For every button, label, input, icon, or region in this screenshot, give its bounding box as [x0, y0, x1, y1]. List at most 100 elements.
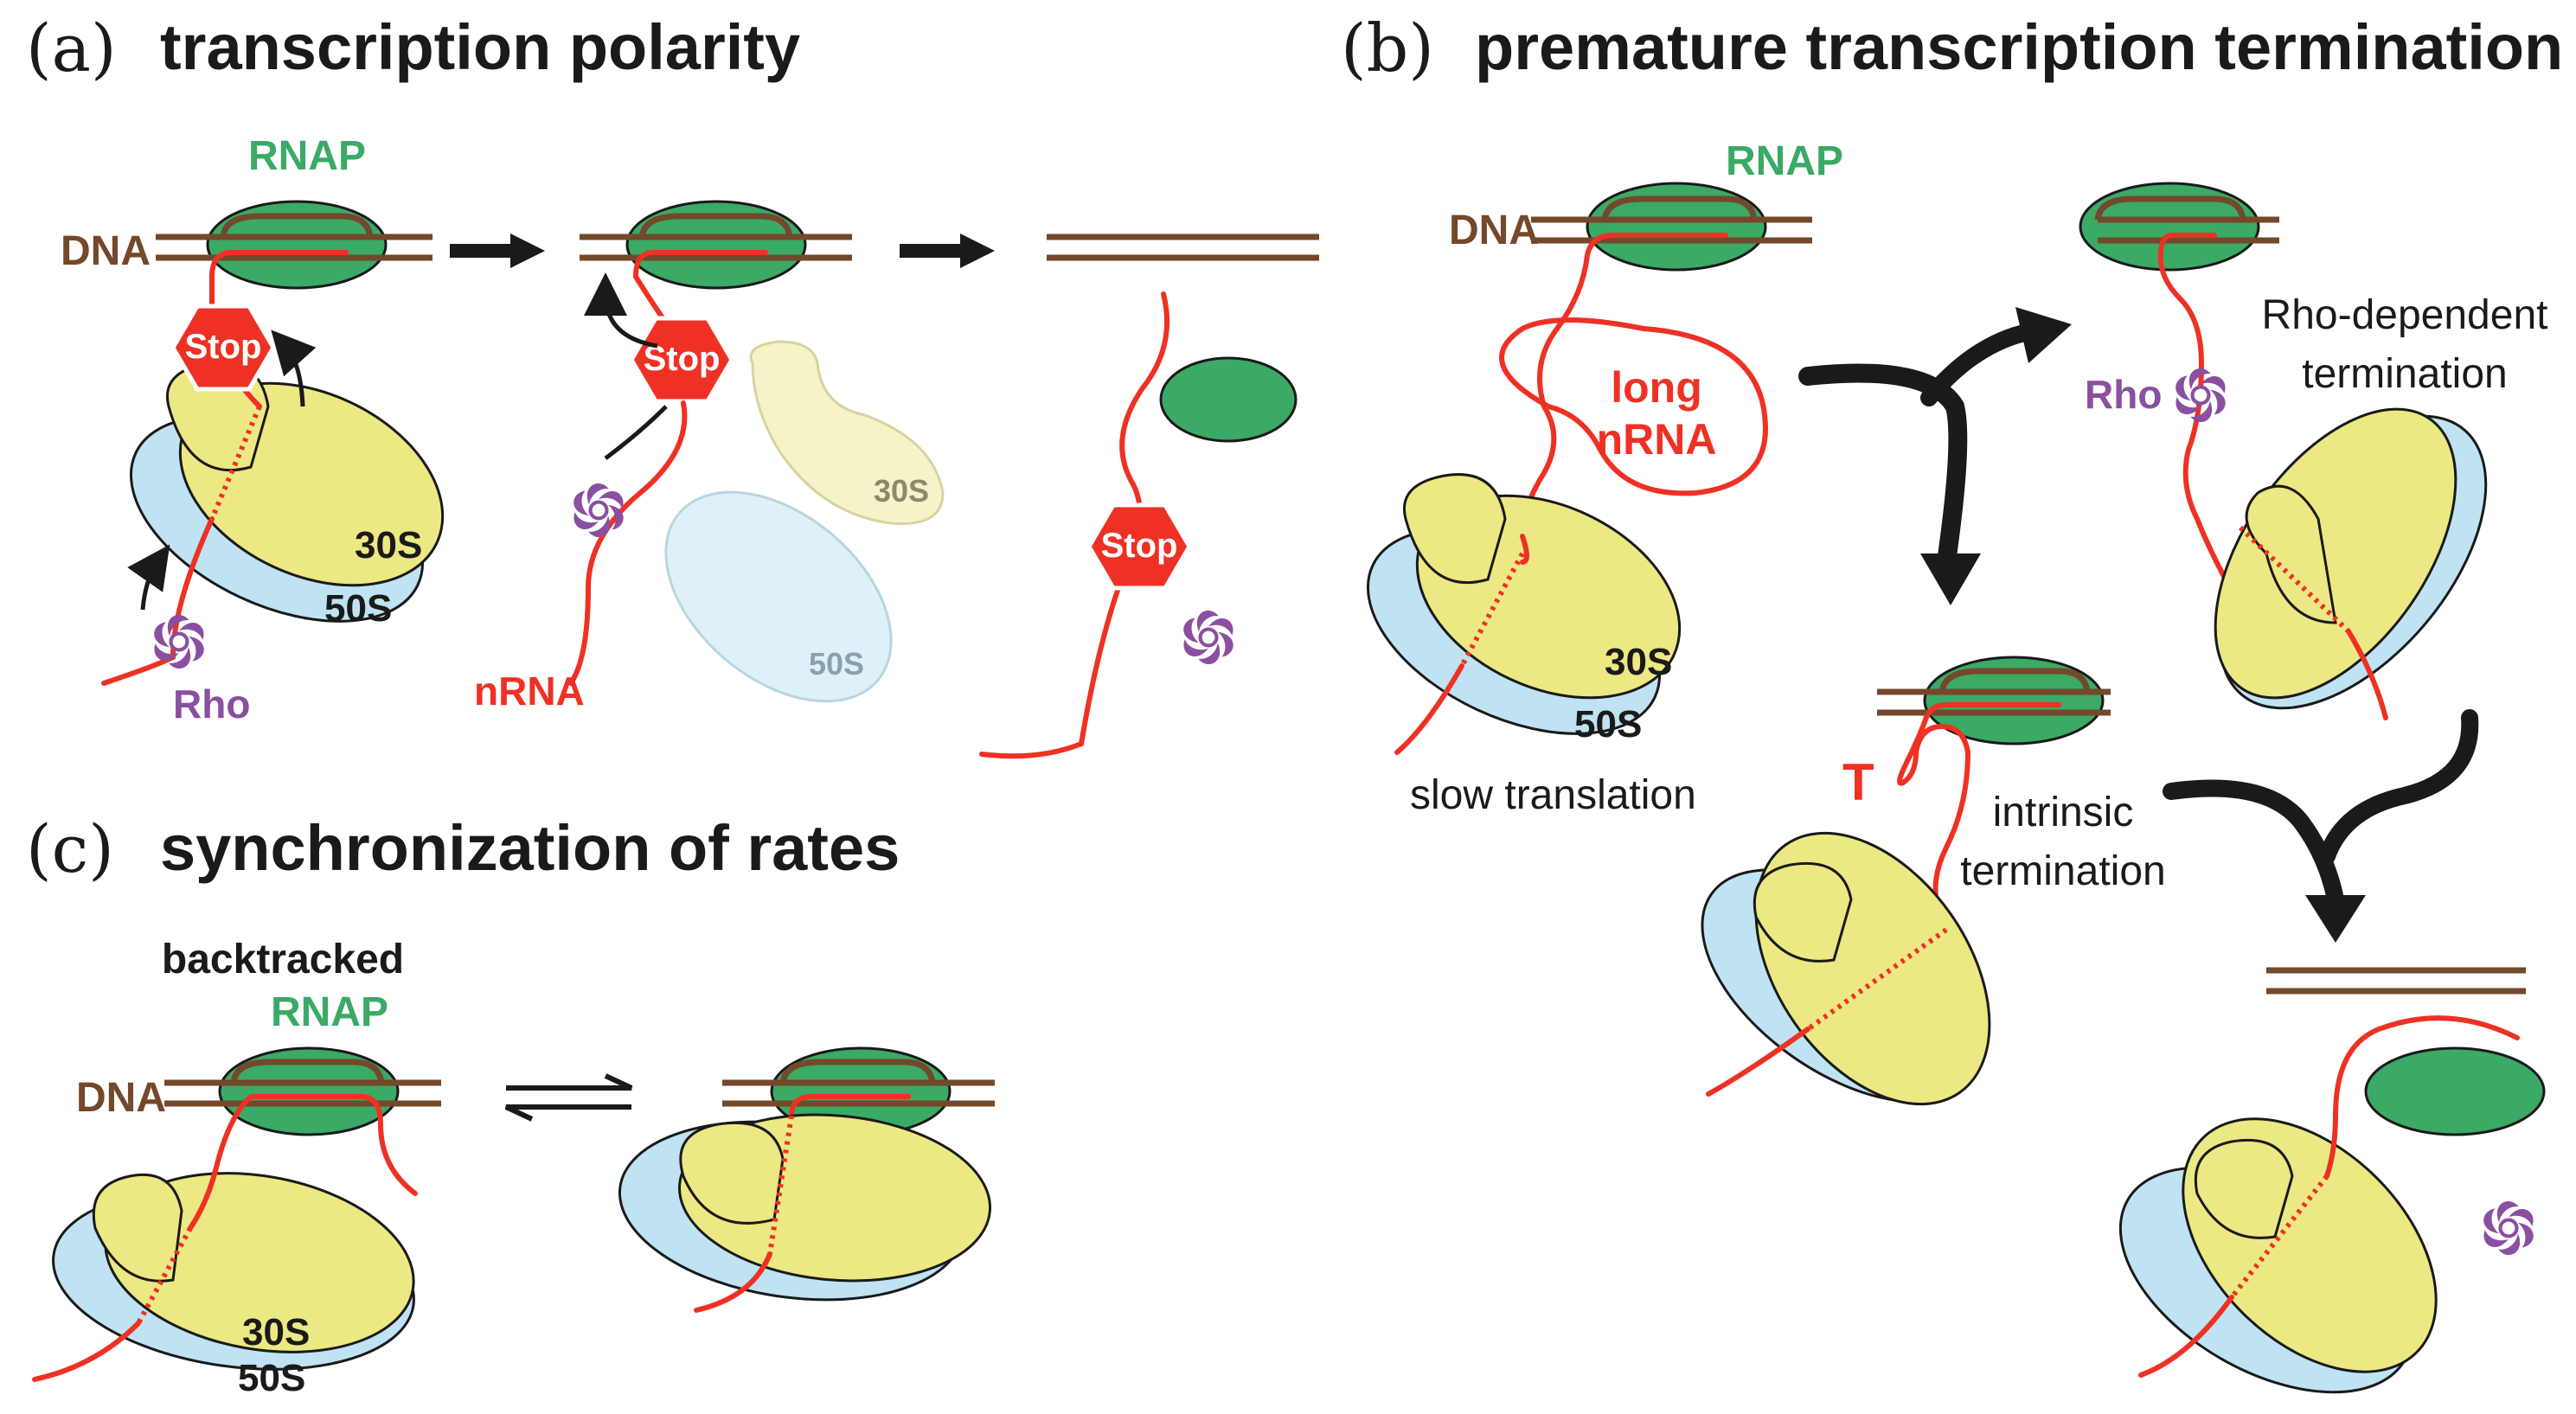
equilibrium-arrows-icon — [504, 1073, 633, 1122]
rna-strand — [32, 1321, 141, 1382]
panel-b-letter: (b) — [1341, 10, 1434, 86]
ribosome-30s-head — [2194, 1138, 2294, 1239]
rna-strand — [1706, 1027, 1810, 1097]
rna-strand — [101, 516, 215, 686]
reaction-arrow-icon — [900, 234, 995, 268]
long-nrna-loop — [1499, 317, 1768, 496]
nrna-label: nRNA — [1597, 415, 1717, 464]
dna-bubble — [779, 1059, 936, 1084]
panel-a: RNAP DNA Stop 30S 50S Rho — [61, 133, 1319, 759]
intrinsic-label-line2: termination — [1960, 848, 2165, 894]
panel-b: RNAP DNA long nRNA 30S 50S slow translat… — [1366, 138, 2548, 1394]
stop-label: Stop — [185, 328, 262, 366]
arrowhead-icon — [2305, 895, 2366, 943]
intrinsic-label-line1: intrinsic — [1993, 790, 2134, 835]
rho-label: Rho — [2085, 372, 2162, 417]
panel-a-stage-3: Stop — [979, 234, 1319, 759]
panel-b-products — [2118, 967, 2546, 1394]
rna-strand — [188, 1094, 253, 1231]
ribosome-30s-head — [2245, 484, 2337, 624]
nascent-rna — [209, 250, 349, 314]
panel-a-header: (a) transcription polarity — [26, 10, 800, 86]
panel-a-stage-2: Stop nRNA 30S 50S — [474, 200, 945, 713]
dna-label: DNA — [76, 1075, 166, 1121]
released-rna — [2324, 1015, 2520, 1179]
rnap-ellipse — [218, 1046, 400, 1136]
label-50s: 50S — [1574, 703, 1642, 745]
rnap-label: RNAP — [1726, 138, 1843, 184]
panel-c-coupled — [618, 1046, 995, 1313]
rnap-label: RNAP — [248, 133, 366, 179]
dna-bubble — [220, 213, 374, 238]
panel-b-title: premature transcription termination — [1475, 11, 2563, 83]
panel-a-stage-1: RNAP DNA Stop 30S 50S Rho — [61, 133, 445, 726]
panel-c-letter: (c) — [26, 810, 114, 887]
label-30s: 30S — [242, 1311, 310, 1353]
stop-label: Stop — [1101, 527, 1178, 565]
backtracked-label: backtracked — [162, 937, 404, 982]
ribosome-30s-dissociated — [749, 340, 945, 526]
ribosome-30s-head — [1753, 861, 1853, 963]
rho-hexamer-icon — [570, 479, 628, 541]
backtracked-rna — [248, 1094, 418, 1196]
rho-hexamer-icon — [2480, 1197, 2538, 1258]
rnap-ellipse — [1923, 656, 2105, 745]
rna-in-ribosome — [1806, 927, 1948, 1032]
arrow-icon — [584, 272, 658, 349]
panel-a-title: transcription polarity — [160, 11, 800, 83]
terminator-label: T — [1842, 753, 1874, 811]
label-50s: 50S — [809, 646, 864, 681]
slow-translation-label: slow translation — [1410, 772, 1696, 818]
rnap-ellipse — [2079, 182, 2260, 272]
rna-strand — [694, 1251, 772, 1313]
rnap-ellipse — [1586, 182, 1767, 272]
rna-strand — [1394, 663, 1464, 755]
panel-b-header: (b) premature transcription termination — [1341, 10, 2563, 86]
rna-strand — [2346, 629, 2388, 720]
converge-arrow-icon — [2163, 709, 2479, 943]
rna-strand — [2138, 1295, 2234, 1378]
arrow-icon — [127, 544, 170, 611]
rnap-label: RNAP — [271, 989, 388, 1035]
rnap-ellipse — [206, 200, 388, 290]
panel-c: backtracked RNAP DNA 30S 50S — [32, 937, 995, 1399]
arrowhead-icon — [2015, 307, 2072, 363]
branch-arrow-icon — [1798, 307, 2072, 605]
rna-in-ribosome — [767, 1115, 794, 1255]
terminator-hairpin-rna — [1897, 702, 2061, 932]
panel-b-initial: RNAP DNA long nRNA 30S 50S slow translat… — [1366, 138, 1843, 818]
released-rnap — [2364, 1046, 2546, 1136]
label-30s: 30S — [1605, 641, 1672, 683]
ribosome-30s-head — [679, 1121, 785, 1225]
dna-bubble — [1938, 668, 2091, 693]
label-50s: 50S — [324, 587, 392, 630]
reaction-arrow-icon — [450, 234, 545, 268]
converge-arrow-icon — [2163, 779, 2344, 908]
dna-bubble — [1601, 195, 1758, 221]
rna-in-ribosome — [136, 1226, 193, 1325]
label-30s: 30S — [874, 473, 929, 509]
nascent-rna — [2157, 233, 2243, 608]
arrowhead-icon — [1920, 553, 1981, 605]
panel-c-backtracked: backtracked RNAP DNA 30S 50S — [32, 937, 441, 1399]
branch-arrow-icon — [1920, 324, 2033, 406]
label-30s: 30S — [355, 524, 422, 566]
dna-bubble — [230, 1059, 385, 1084]
arrow-icon — [604, 405, 668, 460]
rho-dependent-label-line1: Rho-dependent — [2262, 292, 2548, 338]
panel-b-intrinsic: T intrinsic termination — [1701, 656, 2166, 1106]
rna-strand — [1520, 534, 1529, 565]
rna-in-ribosome — [1459, 552, 1525, 668]
dna-label: DNA — [61, 228, 151, 274]
forward-arrow-icon — [506, 1073, 633, 1091]
panel-c-title: synchronization of rates — [160, 812, 900, 884]
long-label: long — [1611, 363, 1702, 412]
rho-hexamer-icon — [2172, 364, 2230, 425]
ribosome-50s-dissociated — [664, 490, 893, 703]
rho-label: Rho — [173, 681, 250, 726]
rho-hexamer-icon — [1180, 606, 1238, 668]
dna-bubble — [638, 213, 793, 238]
arrow-icon — [271, 330, 317, 407]
rna-in-ribosome — [209, 405, 262, 521]
